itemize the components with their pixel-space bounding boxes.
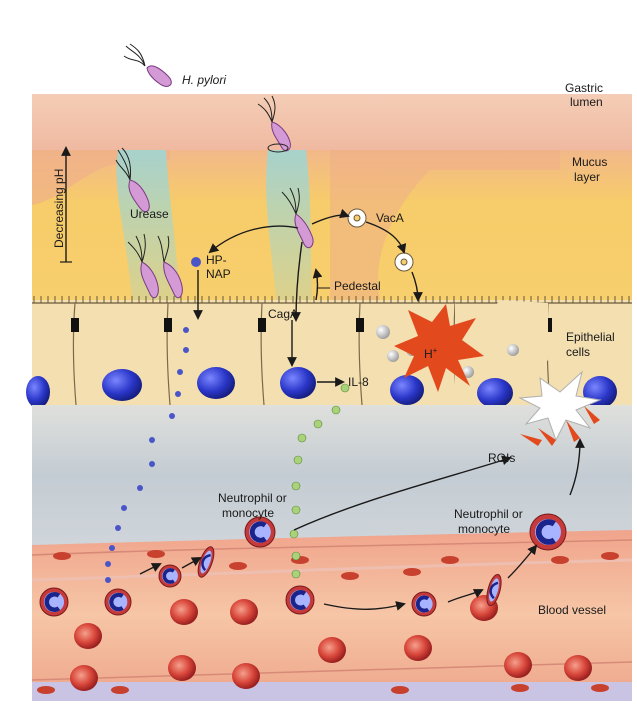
nap-dot (105, 577, 111, 583)
nap-dot (183, 327, 189, 333)
il8-dot (292, 570, 300, 578)
label-pedestal: Pedestal (334, 279, 381, 293)
red-blood-cell (504, 652, 532, 678)
il8-dot (292, 552, 300, 560)
il8-dot (294, 456, 302, 464)
label-neutrophil-left-1: Neutrophil or (218, 491, 287, 505)
red-blood-cell (404, 635, 432, 661)
neutrophil (159, 565, 181, 587)
il8-dot (290, 530, 298, 538)
neutrophil (286, 586, 314, 614)
label-rois: ROIs (488, 451, 515, 465)
neutrophil (530, 514, 566, 550)
red-blood-cell (564, 655, 592, 681)
nap-dot (121, 505, 127, 511)
label-caga: CagA (268, 307, 298, 321)
label-blood-vessel: Blood vessel (538, 603, 606, 617)
label-hp-nap-2: NAP (206, 267, 231, 281)
red-blood-cell-small (551, 556, 569, 564)
nap-dot (175, 391, 181, 397)
label-gastric-lumen-1: Gastric (565, 81, 603, 95)
red-blood-cell-small (591, 684, 609, 692)
red-blood-cell-small (511, 684, 529, 692)
nap-dot (183, 347, 189, 353)
nap-dot (169, 413, 175, 419)
gastric-lumen-region (32, 94, 632, 154)
red-blood-cell-small (441, 556, 459, 564)
red-blood-cell (230, 599, 258, 625)
red-blood-cell-small (147, 550, 165, 558)
nap-dot (149, 461, 155, 467)
nap-dot (149, 437, 155, 443)
label-neutrophil-right-2: monocyte (458, 522, 510, 536)
label-hp-nap-1: HP- (206, 253, 227, 267)
il8-dot (314, 420, 322, 428)
label-epithelial-1: Epithelial (566, 330, 615, 344)
red-blood-cell-small (37, 686, 55, 694)
label-gastric-lumen-2: lumen (570, 95, 603, 109)
red-blood-cell-small (229, 562, 247, 570)
red-blood-cell (232, 663, 260, 689)
neutrophil (40, 588, 68, 616)
red-blood-cell (318, 637, 346, 663)
label-decreasing-ph: Decreasing pH (52, 169, 66, 248)
nap-dot (109, 545, 115, 551)
red-blood-cell-small (53, 552, 71, 560)
red-blood-cell-small (391, 686, 409, 694)
il8-dot (292, 506, 300, 514)
il8-dot (292, 482, 300, 490)
nap-dot (177, 369, 183, 375)
neutrophil (245, 517, 275, 547)
label-h-pylori: H. pylori (182, 73, 226, 87)
red-blood-cell-small (111, 686, 129, 694)
red-blood-cell (74, 623, 102, 649)
label-il8: IL-8 (348, 375, 369, 389)
nap-dot (105, 561, 111, 567)
nap-dot (115, 525, 121, 531)
il8-dot (298, 434, 306, 442)
neutrophil (105, 589, 131, 615)
label-vaca: VacA (376, 211, 404, 225)
red-blood-cell-small (601, 552, 619, 560)
red-blood-cell (168, 655, 196, 681)
label-neutrophil-left-2: monocyte (222, 506, 274, 520)
label-epithelial-2: cells (566, 345, 590, 359)
neutrophil (412, 592, 436, 616)
red-blood-cell-small (341, 572, 359, 580)
red-blood-cell-small (403, 568, 421, 576)
red-blood-cell (70, 665, 98, 691)
red-blood-cell (170, 599, 198, 625)
hp-nap-dot (191, 257, 201, 267)
label-neutrophil-right-1: Neutrophil or (454, 507, 523, 521)
nap-dot (137, 485, 143, 491)
label-mucus-layer-2: layer (574, 170, 600, 184)
label-urease: Urease (130, 207, 169, 221)
label-mucus-layer-1: Mucus (572, 155, 607, 169)
il8-dot (332, 406, 340, 414)
